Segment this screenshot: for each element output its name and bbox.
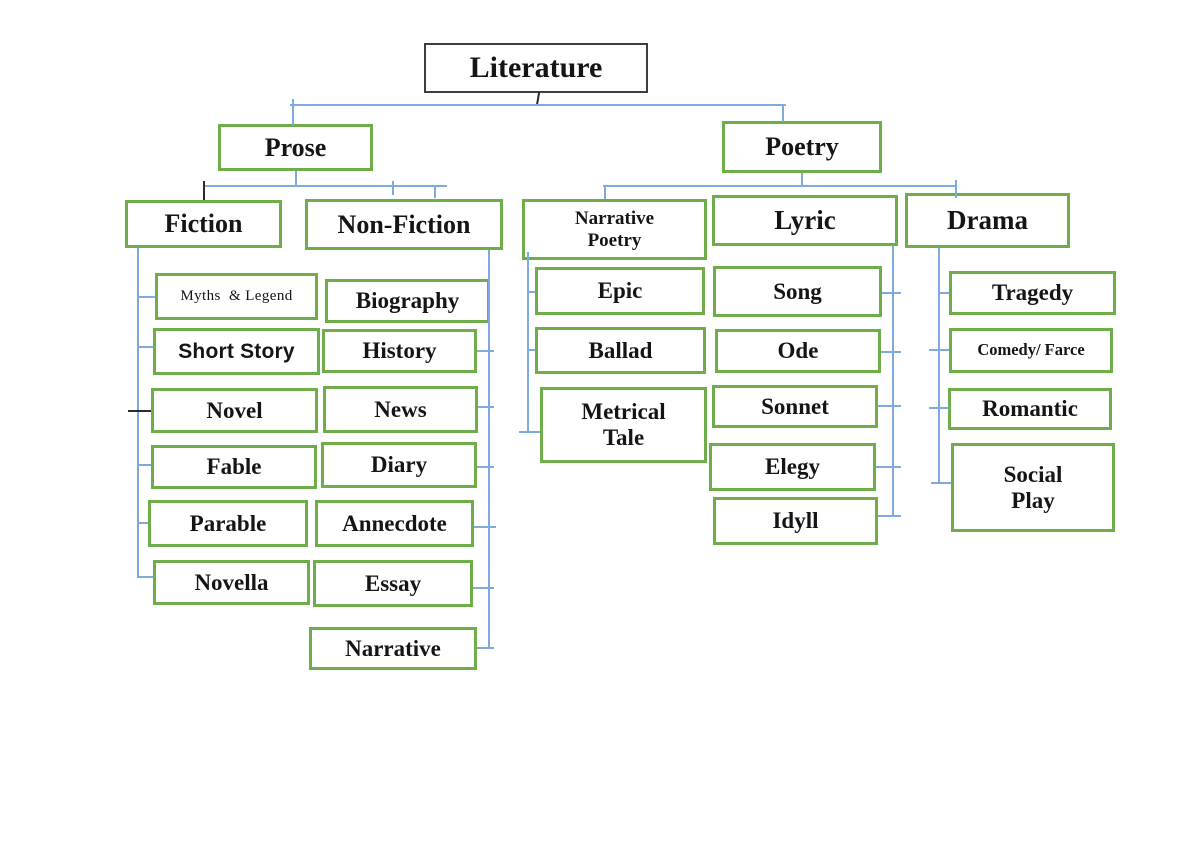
node-novel: Novel (151, 388, 318, 433)
node-ode: Ode (715, 329, 881, 373)
connector-stub-myths (137, 296, 155, 298)
node-poetry: Poetry (722, 121, 882, 173)
connector-stub-tragedy (938, 292, 949, 294)
connector-narrative-poetry-stub (604, 186, 606, 199)
node-parable: Parable (148, 500, 308, 547)
connector-midline-tick (392, 181, 394, 195)
node-comedy-farce: Comedy/ Farce (949, 328, 1113, 373)
connector-level1-horizontal (290, 104, 786, 106)
node-short-story: Short Story (153, 328, 320, 375)
node-literature: Literature (424, 43, 648, 93)
connector-fiction-rail (137, 248, 139, 578)
connector-non-fiction-rail (488, 250, 490, 648)
connector-non-fiction-stub (434, 186, 436, 198)
connector-stub-elegy (876, 466, 901, 468)
node-fiction: Fiction (125, 200, 282, 248)
connector-stub-ballad (527, 349, 535, 351)
connector-stub-novel (128, 410, 151, 412)
connector-stub-comedy-farce (929, 349, 949, 351)
connector-stub-short-story (137, 346, 153, 348)
connector-stub-essay (473, 587, 494, 589)
node-essay: Essay (313, 560, 473, 607)
connector-stub-romantic (929, 407, 949, 409)
connector-stub-ode (881, 351, 901, 353)
connector-stub-diary (477, 466, 494, 468)
node-ballad: Ballad (535, 327, 706, 374)
node-diary: Diary (321, 442, 477, 488)
node-novella: Novella (153, 560, 310, 605)
connector-prose-top-stub (292, 99, 294, 125)
connector-narrative-poetry-rail (527, 252, 529, 433)
node-song: Song (713, 266, 882, 317)
connector-stub-metrical-tale (519, 431, 540, 433)
node-tragedy: Tragedy (949, 271, 1116, 315)
connector-poetry-children-horizontal (603, 185, 957, 187)
connector-drama-stub (955, 180, 957, 198)
node-biography: Biography (325, 279, 490, 323)
connector-stub-novella (137, 576, 153, 578)
node-sonnet: Sonnet (712, 385, 878, 428)
node-idyll: Idyll (713, 497, 878, 545)
node-epic: Epic (535, 267, 705, 315)
node-narrative: Narrative (309, 627, 477, 670)
node-drama: Drama (905, 193, 1070, 248)
connector-fiction-stub (203, 181, 205, 200)
connector-stub-parable (137, 522, 148, 524)
node-non-fiction: Non-Fiction (305, 199, 503, 250)
node-prose: Prose (218, 124, 373, 171)
connector-stub-narrative (477, 647, 494, 649)
node-lyric: Lyric (712, 195, 898, 246)
connector-poetry-top-stub (782, 105, 784, 122)
connector-stub-song (882, 292, 901, 294)
connector-poetry-down (801, 173, 803, 186)
node-news: News (323, 386, 478, 433)
connector-prose-down (295, 171, 297, 186)
node-social-play: Social Play (951, 443, 1115, 532)
node-romantic: Romantic (948, 388, 1112, 430)
node-history: History (322, 329, 477, 373)
connector-stub-fable (137, 464, 151, 466)
node-fable: Fable (151, 445, 317, 489)
connector-drama-rail (938, 248, 940, 484)
connector-stub-sonnet (878, 405, 901, 407)
connector-prose-children-horizontal (203, 185, 447, 187)
node-elegy: Elegy (709, 443, 876, 491)
connector-stub-news (478, 406, 494, 408)
node-narrative-poetry: Narrative Poetry (522, 199, 707, 260)
node-myths-legend: Myths & Legend (155, 273, 318, 320)
connector-stub-idyll (878, 515, 901, 517)
node-metrical-tale: Metrical Tale (540, 387, 707, 463)
node-annecdote: Annecdote (315, 500, 474, 547)
connector-stub-epic (527, 291, 535, 293)
connector-stub-history (477, 350, 494, 352)
connector-stub-social-play (931, 482, 951, 484)
connector-stub-annecdote (474, 526, 496, 528)
connector-lyric-rail (892, 246, 894, 517)
